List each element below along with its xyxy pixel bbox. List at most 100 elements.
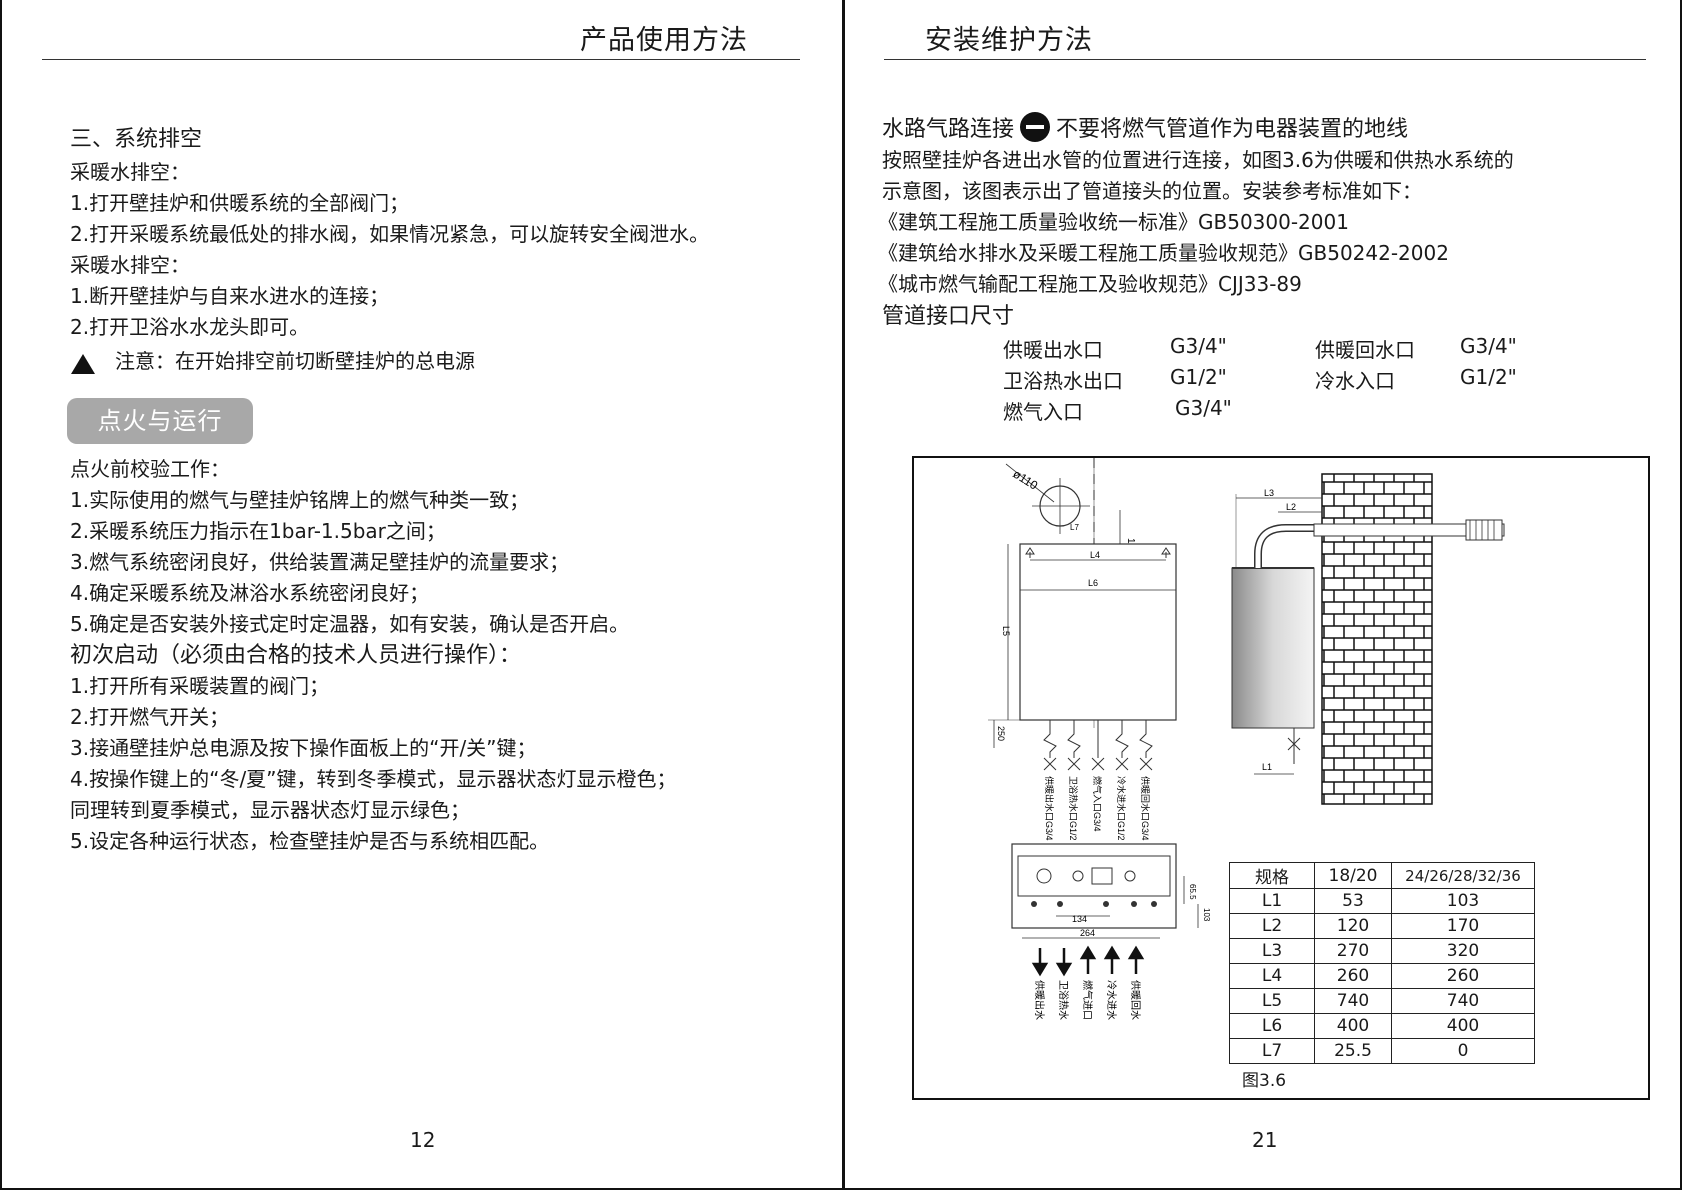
dim-label: 103: [1202, 908, 1211, 922]
startup-title: 初次启动（必须由合格的技术人员进行操作）：: [70, 643, 522, 668]
list-item: 5.确定是否安装外接式定时定温器，如有安装，确认是否开启。: [70, 612, 630, 636]
table-header-cell: 规格: [1229, 862, 1315, 889]
pipe-size: G1/2": [1170, 365, 1227, 389]
pipe-name: 冷水入口: [1315, 369, 1395, 393]
outlet-label: 卫浴热水: [1057, 980, 1070, 1020]
drain-water-title: 采暖水排空：: [70, 253, 190, 277]
standard-item: 《建筑给水排水及采暖工程施工质量验收规范》GB50242-2002: [878, 241, 1449, 265]
list-item: 4.按操作键上的“冬/夏”键，转到冬季模式，显示器状态灯显示橙色；: [70, 767, 677, 791]
dim-label: 264: [1080, 928, 1095, 938]
list-item: 2.打开燃气开关；: [70, 705, 230, 729]
connection-title: 水路气路连接 不要将燃气管道作为电器装置的地线: [882, 112, 1408, 145]
outlet-label: 冷水进水: [1105, 980, 1118, 1020]
front-view: ø110 L7 155 L4 L6 L5 250: [914, 458, 1177, 841]
table-cell: L4: [1229, 963, 1315, 989]
page-border-bottom: [0, 1188, 1682, 1190]
left-header-rule: [42, 59, 800, 60]
pipe-name: 供暖出水口: [1003, 338, 1103, 362]
outlet-label: 供暖出水: [1033, 980, 1046, 1020]
table-header-cell: 18/20: [1314, 862, 1392, 889]
outlet-label: 燃气进口: [1081, 980, 1094, 1020]
intro-line: 示意图，该图表示出了管道接头的位置。安装参考标准如下：: [882, 179, 1422, 203]
dim-label: L5: [1001, 626, 1011, 636]
page-number: 21: [1252, 1128, 1278, 1152]
table-cell: L3: [1229, 938, 1315, 964]
page-border-right: [1680, 0, 1682, 1190]
table-cell: 740: [1314, 988, 1392, 1014]
list-item: 2.采暖系统压力指示在1bar-1.5bar之间；: [70, 519, 446, 543]
outlet-label: 供暖回水: [1129, 980, 1142, 1020]
table-cell: L6: [1229, 1013, 1315, 1039]
no-entry-icon: [1020, 112, 1051, 142]
page-border-left: [0, 0, 2, 1190]
dim-label: L4: [1090, 550, 1100, 560]
precheck-title: 点火前校验工作：: [70, 457, 230, 481]
dim-label: 250: [996, 726, 1006, 741]
connection-warning: 不要将燃气管道作为电器装置的地线: [1056, 117, 1409, 142]
figure-caption: 图3.6: [1242, 1071, 1287, 1091]
connection-title-text: 水路气路连接: [882, 117, 1015, 142]
pipe-size: G1/2": [1460, 365, 1517, 389]
table-cell: L5: [1229, 988, 1315, 1014]
table-header-cell: 24/26/28/32/36: [1391, 862, 1535, 889]
right-header-title: 安装维护方法: [925, 25, 1093, 56]
dim-label: L6: [1088, 578, 1098, 588]
warning-icon: [71, 354, 95, 374]
table-row: 规格 18/20 24/26/28/32/36: [1229, 862, 1535, 889]
table-cell: 400: [1391, 1013, 1535, 1039]
list-item: 1.打开壁挂炉和供暖系统的全部阀门；: [70, 191, 410, 215]
side-view: L3 L2 L1: [1231, 473, 1505, 805]
list-item: 1.打开所有采暖装置的阀门；: [70, 674, 330, 698]
table-cell: 260: [1391, 963, 1535, 989]
standard-item: 《建筑工程施工质量验收统一标准》GB50300-2001: [878, 210, 1349, 234]
dim-label: L1: [1262, 762, 1272, 772]
dim-label: L7: [1070, 523, 1079, 532]
table-cell: 270: [1314, 938, 1392, 964]
pipe-size: G3/4": [1460, 334, 1517, 358]
outlet-label: 供暖回水口G3/4: [1140, 776, 1151, 841]
dim-label: 65.5: [1188, 884, 1197, 900]
dim-label: L3: [1264, 488, 1274, 498]
figure-3-6: ø110 L7 155 L4 L6 L5 250: [912, 456, 1650, 1100]
table-cell: 25.5: [1314, 1038, 1392, 1064]
list-item: 1.实际使用的燃气与壁挂炉铭牌上的燃气种类一致；: [70, 488, 530, 512]
list-item: 同理转到夏季模式，显示器状态灯显示绿色；: [70, 798, 470, 822]
table-cell: 0: [1391, 1038, 1535, 1064]
pipe-name: 燃气入口: [1003, 400, 1083, 424]
left-page: 产品使用方法 三、系统排空 采暖水排空： 1.打开壁挂炉和供暖系统的全部阀门； …: [42, 25, 800, 1152]
table-cell: 170: [1391, 913, 1535, 939]
list-item: 2.打开卫浴水水龙头即可。: [70, 315, 310, 339]
spine-divider: [842, 0, 845, 1190]
dim-label: ø110: [1010, 467, 1040, 493]
list-item: 2.打开采暖系统最低处的排水阀，如果情况紧急，可以旋转安全阀泄水。: [70, 222, 710, 246]
notice-text: 注意：在开始排空前切断壁挂炉的总电源: [115, 349, 475, 373]
pipe-size-title: 管道接口尺寸: [882, 304, 1015, 329]
left-header-title: 产品使用方法: [580, 25, 748, 56]
outlet-label: 冷水进水口G1/2: [1116, 776, 1127, 841]
drain-heating-title: 采暖水排空：: [70, 160, 190, 184]
table-cell: L7: [1229, 1038, 1315, 1064]
outlet-label: 卫浴热水口G1/2: [1068, 776, 1079, 841]
section-title: 三、系统排空: [70, 127, 203, 152]
dim-label: 134: [1072, 914, 1087, 924]
list-item: 1.断开壁挂炉与自来水进水的连接；: [70, 284, 390, 308]
list-item: 3.燃气系统密闭良好，供给装置满足壁挂炉的流量要求；: [70, 550, 570, 574]
list-item: 5.设定各种运行状态，检查壁挂炉是否与系统相匹配。: [70, 829, 550, 853]
outlet-label: 燃气入口G3/4: [1092, 776, 1103, 832]
bottom-view: 134 264 65.5 103 供暖出水 卫浴热水 燃气进口 冷水进水 供暖回…: [1011, 843, 1211, 1020]
table-cell: L1: [1229, 888, 1315, 914]
table-cell: 120: [1314, 913, 1392, 939]
pipe-name: 供暖回水口: [1315, 338, 1415, 362]
pipe-name: 卫浴热水出口: [1003, 369, 1123, 393]
dim-label: L2: [1286, 502, 1296, 512]
table-cell: L2: [1229, 913, 1315, 939]
table-cell: 103: [1391, 888, 1535, 914]
list-item: 3.接通壁挂炉总电源及按下操作面板上的“开/关”键；: [70, 736, 537, 760]
intro-line: 按照壁挂炉各进出水管的位置进行连接，如图3.6为供暖和供热水系统的: [882, 148, 1514, 172]
